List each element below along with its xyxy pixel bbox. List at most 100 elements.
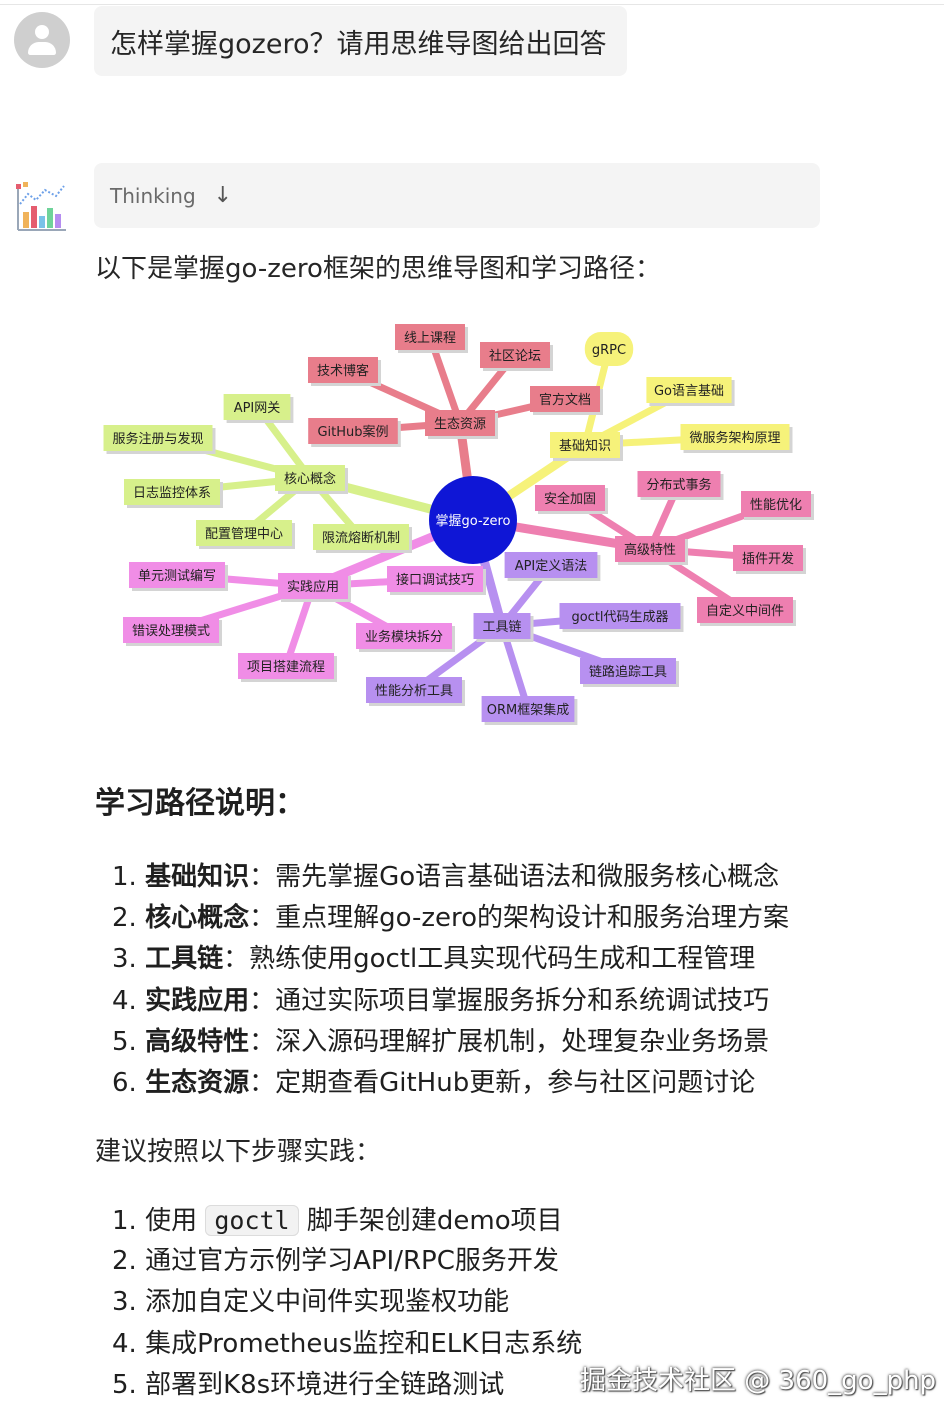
mindmap-leaf-node-bg [238,653,334,679]
path-item: 1. 基础知识：需先掌握Go语言基础语法和微服务核心概念 [112,857,789,898]
thinking-toggle[interactable]: Thinking ↓ [94,163,820,228]
mindmap-branch-node-bg [473,613,531,639]
step-text: 通过官方示例学习API/RPC服务开发 [145,1246,559,1277]
step-item: 2. 通过官方示例学习API/RPC服务开发 [112,1241,582,1282]
mindmap-center-circle [429,476,517,564]
mindmap-center-node: 掌握go-zero [436,514,511,529]
mindmap-leaf-node-bg [530,386,600,412]
step-number: 4. [112,1328,146,1359]
mindmap-leaf-node-bg [504,552,598,578]
mindmap-leaf-node-bg [313,524,409,550]
mindmap-leaf-node-bg [387,566,483,592]
mindmap-leaf-node: gRPC [592,343,626,358]
advice-text: 建议按照以下步骤实践： [95,1137,382,1167]
mindmap-leaf-node: 错误处理模式 [132,624,210,639]
arrow-down-icon: ↓ [213,183,233,208]
item-number: 6. [112,1067,146,1098]
mindmap-leaf-node-bg [480,342,550,368]
item-text: ：熟练使用goctl工具实现代码生成和工程管理 [223,944,756,975]
mindmap-leaf-node-bg [697,597,793,623]
mindmap-leaf-node-bg [481,696,575,722]
item-number: 2. [112,903,146,934]
item-text: ：重点理解go-zero的架构设计和服务治理方案 [249,903,790,934]
mindmap-leaf-node: API网关 [234,401,281,416]
mindmap-leaf-node: API定义语法 [515,559,588,574]
mindmap-leaf-node: Go语言基础 [654,384,724,399]
mindmap-branch-node-bg [550,432,620,458]
step-item: 1. 使用 goctl 脚手架创建demo项目 [112,1200,582,1241]
step-text-tail: 脚手架创建demo项目 [298,1206,563,1236]
path-item: 4. 实践应用：通过实际项目掌握服务拆分和系统调试技巧 [112,981,789,1022]
user-message-bubble: 怎样掌握gozero？请用思维导图给出回答 [94,6,627,76]
step-number: 2. [112,1246,146,1277]
mindmap-leaf-node-bg [733,545,803,571]
mindmap-leaf-node: 单元测试编写 [138,569,216,584]
item-text: ：深入源码理解扩展机制，处理复杂业务场景 [249,1026,770,1057]
step-number: 3. [112,1287,146,1318]
mindmap-leaf-node-bg [124,479,220,505]
step-text: 部署到K8s环境进行全链路测试 [145,1369,505,1400]
mindmap-leaf-node-bg [535,485,605,511]
mindmap-branch-node: 生态资源 [434,417,486,432]
user-avatar-icon [14,12,70,68]
thinking-label: Thinking [110,183,196,208]
mindmap-leaf-node: 自定义中间件 [706,604,784,619]
mindmap-branch-node: 核心概念 [284,471,336,487]
mindmap-leaf-node-bg [196,520,292,546]
mindmap-leaf-node: 链路追踪工具 [589,664,667,680]
path-item: 5. 高级特性：深入源码理解扩展机制，处理复杂业务场景 [112,1022,789,1063]
mindmap-leaf-node: 项目搭建流程 [247,659,325,675]
mindmap-leaf-node-bg [395,324,465,350]
mindmap-branch-node-bg [425,410,495,436]
mindmap-branch-node-bg [275,465,345,491]
mindmap-leaf-node: 安全加固 [544,491,596,507]
intro-text: 以下是掌握go-zero框架的思维导图和学习路径： [95,254,661,284]
mindmap-leaf-node-bg [559,603,681,629]
mindmap-leaf-node: 技术博客 [317,363,369,379]
mindmap-leaf-node: 社区论坛 [489,348,541,364]
step-text: 添加自定义中间件实现鉴权功能 [145,1287,510,1318]
item-number: 4. [112,985,146,1016]
mindmap-leaf-node-bg [741,491,811,517]
mindmap-leaf-node-bg [129,562,225,588]
item-title: 核心概念 [145,903,250,934]
mindmap-leaf-node-bg [223,394,291,420]
step-item: 3. 添加自定义中间件实现鉴权功能 [112,1282,582,1323]
section-title: 学习路径说明： [95,786,305,821]
mindmap-diagram: 线上课程社区论坛官方文档技术博客GitHub案例生态资源gRPCGo语言基础微服… [103,324,814,725]
watermark: 掘金技术社区 @ 360_go_php [580,1366,937,1396]
step-text: 使用 [145,1206,206,1236]
mindmap-branch-node-bg [615,536,685,562]
item-title: 生态资源 [145,1067,250,1098]
user-message-text: 怎样掌握gozero？请用思维导图给出回答 [110,28,607,60]
mindmap-leaf-node-bg [680,424,790,450]
mindmap-branch-node: 实践应用 [287,579,339,595]
mindmap-leaf-node-bg [123,617,219,643]
mindmap-branch-node: 工具链 [482,620,521,635]
step-number: 1. [112,1206,146,1236]
mindmap-leaf-node: 限流熔断机制 [322,531,400,546]
item-number: 1. [112,862,146,892]
item-text: ：通过实际项目掌握服务拆分和系统调试技巧 [249,985,770,1016]
mindmap-leaf-node-bg [366,677,462,703]
mindmap-leaf-node-bg [356,623,452,649]
path-item: 2. 核心概念：重点理解go-zero的架构设计和服务治理方案 [112,898,789,939]
mindmap-leaf-node-bg [580,658,676,684]
mindmap-leaf-node: 线上课程 [404,331,456,346]
bar-chart-avatar-icon [16,182,66,231]
mindmap-leaf-node-bg [103,425,213,451]
step-item: 4. 集成Prometheus监控和ELK日志系统 [112,1324,582,1365]
mindmap-leaf-node: 分布式事务 [646,477,711,493]
mindmap-leaf-node: 服务注册与发现 [112,431,203,447]
path-item: 6. 生态资源：定期查看GitHub更新，参与社区问题讨论 [112,1063,789,1104]
item-text: ：需先掌握Go语言基础语法和微服务核心概念 [249,862,780,892]
mindmap-leaf-node: goctl代码生成器 [571,610,668,625]
step-text: 集成Prometheus监控和ELK日志系统 [145,1328,583,1359]
mindmap-leaf-node: 性能优化 [750,498,802,513]
step-number: 5. [112,1369,146,1400]
mindmap-leaf-node-bg [308,418,398,444]
mindmap-leaf-node-bg [584,332,634,366]
mindmap-leaf-node: 配置管理中心 [205,527,283,542]
